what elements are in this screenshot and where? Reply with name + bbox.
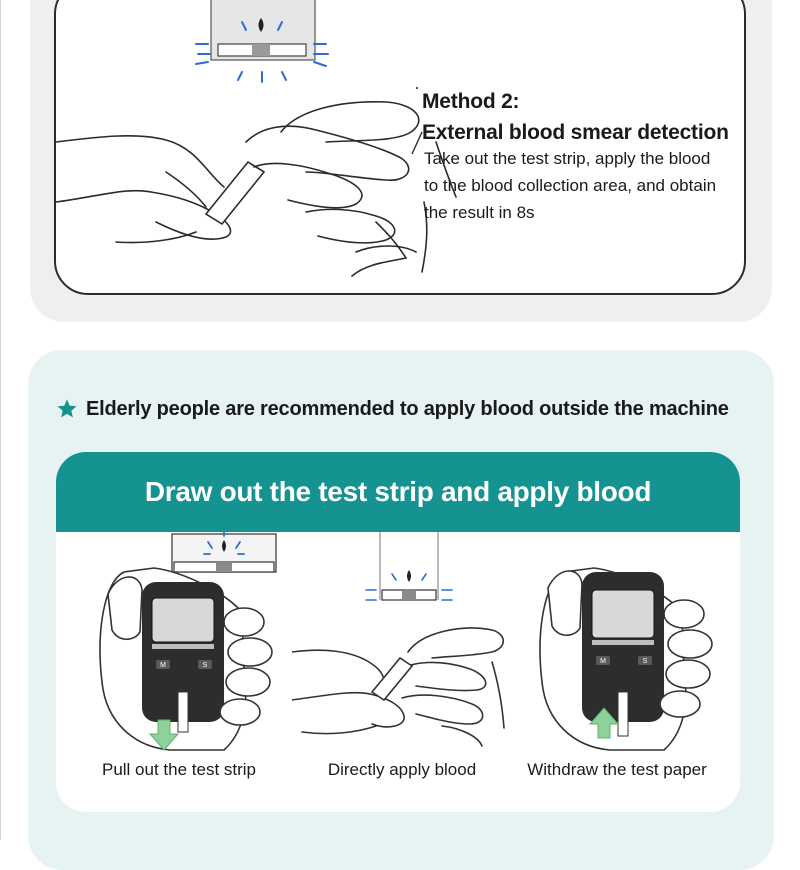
- hand-strip: [204, 160, 266, 226]
- desc-leader: [411, 131, 423, 155]
- tip-row: Elderly people are recommended to apply …: [56, 394, 729, 424]
- strip-sample-zone: [252, 44, 270, 56]
- step3-label: Withdraw the test paper: [527, 760, 707, 779]
- fingers: [659, 599, 713, 718]
- blood-drop-icon: [222, 540, 226, 552]
- steps-card: Draw out the test strip and apply blood …: [56, 452, 740, 812]
- method-desc-line2: to the blood collection area, and obtain: [424, 176, 717, 195]
- star-icon: [57, 399, 77, 418]
- step1-illustration: M S: [99, 532, 277, 751]
- left-hand-outline: [56, 135, 232, 244]
- steps-header-title: Draw out the test strip and apply blood: [144, 476, 652, 507]
- tip-text: Elderly people are recommended to apply …: [86, 397, 729, 420]
- glow-lines: [195, 21, 329, 83]
- method-title-line2: External blood smear detection: [422, 121, 729, 144]
- hands-outline: [292, 627, 505, 747]
- step-pull-out-strip: M S Pull out the test strip: [74, 532, 284, 812]
- step1-label: Pull out the test strip: [101, 760, 257, 779]
- svg-text:M: M: [160, 662, 166, 669]
- step2-label: Directly apply blood: [327, 760, 477, 779]
- right-hand-outline: [245, 100, 457, 277]
- arrow-up-icon: [588, 707, 620, 739]
- step-withdraw-paper: M S Withdraw the test paper: [512, 532, 722, 812]
- method-description: Take out the test strip, apply the blood…: [424, 145, 734, 226]
- step3-illustration: M S: [539, 567, 713, 751]
- svg-text:M: M: [600, 658, 606, 665]
- method-desc-line1: Take out the test strip, apply the blood: [424, 149, 711, 168]
- fingers: [219, 607, 273, 726]
- method-desc-line3: the result in 8s: [424, 203, 535, 222]
- steps-header: Draw out the test strip and apply blood: [56, 452, 740, 532]
- method-title-line1: Method 2:: [422, 90, 520, 113]
- hand-strip: [370, 656, 414, 702]
- arrow-down-icon: [148, 719, 180, 751]
- page-edge-line: [0, 0, 1, 840]
- method-card: Method 2: External blood smear detection…: [54, 0, 746, 295]
- svg-text:S: S: [643, 658, 648, 665]
- step-apply-blood: Directly apply blood: [292, 532, 512, 812]
- blood-drop-icon: [258, 18, 264, 32]
- hand-holding-strip-illustration: [56, 0, 457, 277]
- glow-lines: [203, 532, 245, 555]
- blood-drop-icon: [407, 570, 411, 582]
- method-title: Method 2: External blood smear detection: [422, 86, 729, 148]
- svg-text:S: S: [203, 662, 208, 669]
- glow-lines: [365, 573, 453, 601]
- step2-illustration: [292, 532, 505, 747]
